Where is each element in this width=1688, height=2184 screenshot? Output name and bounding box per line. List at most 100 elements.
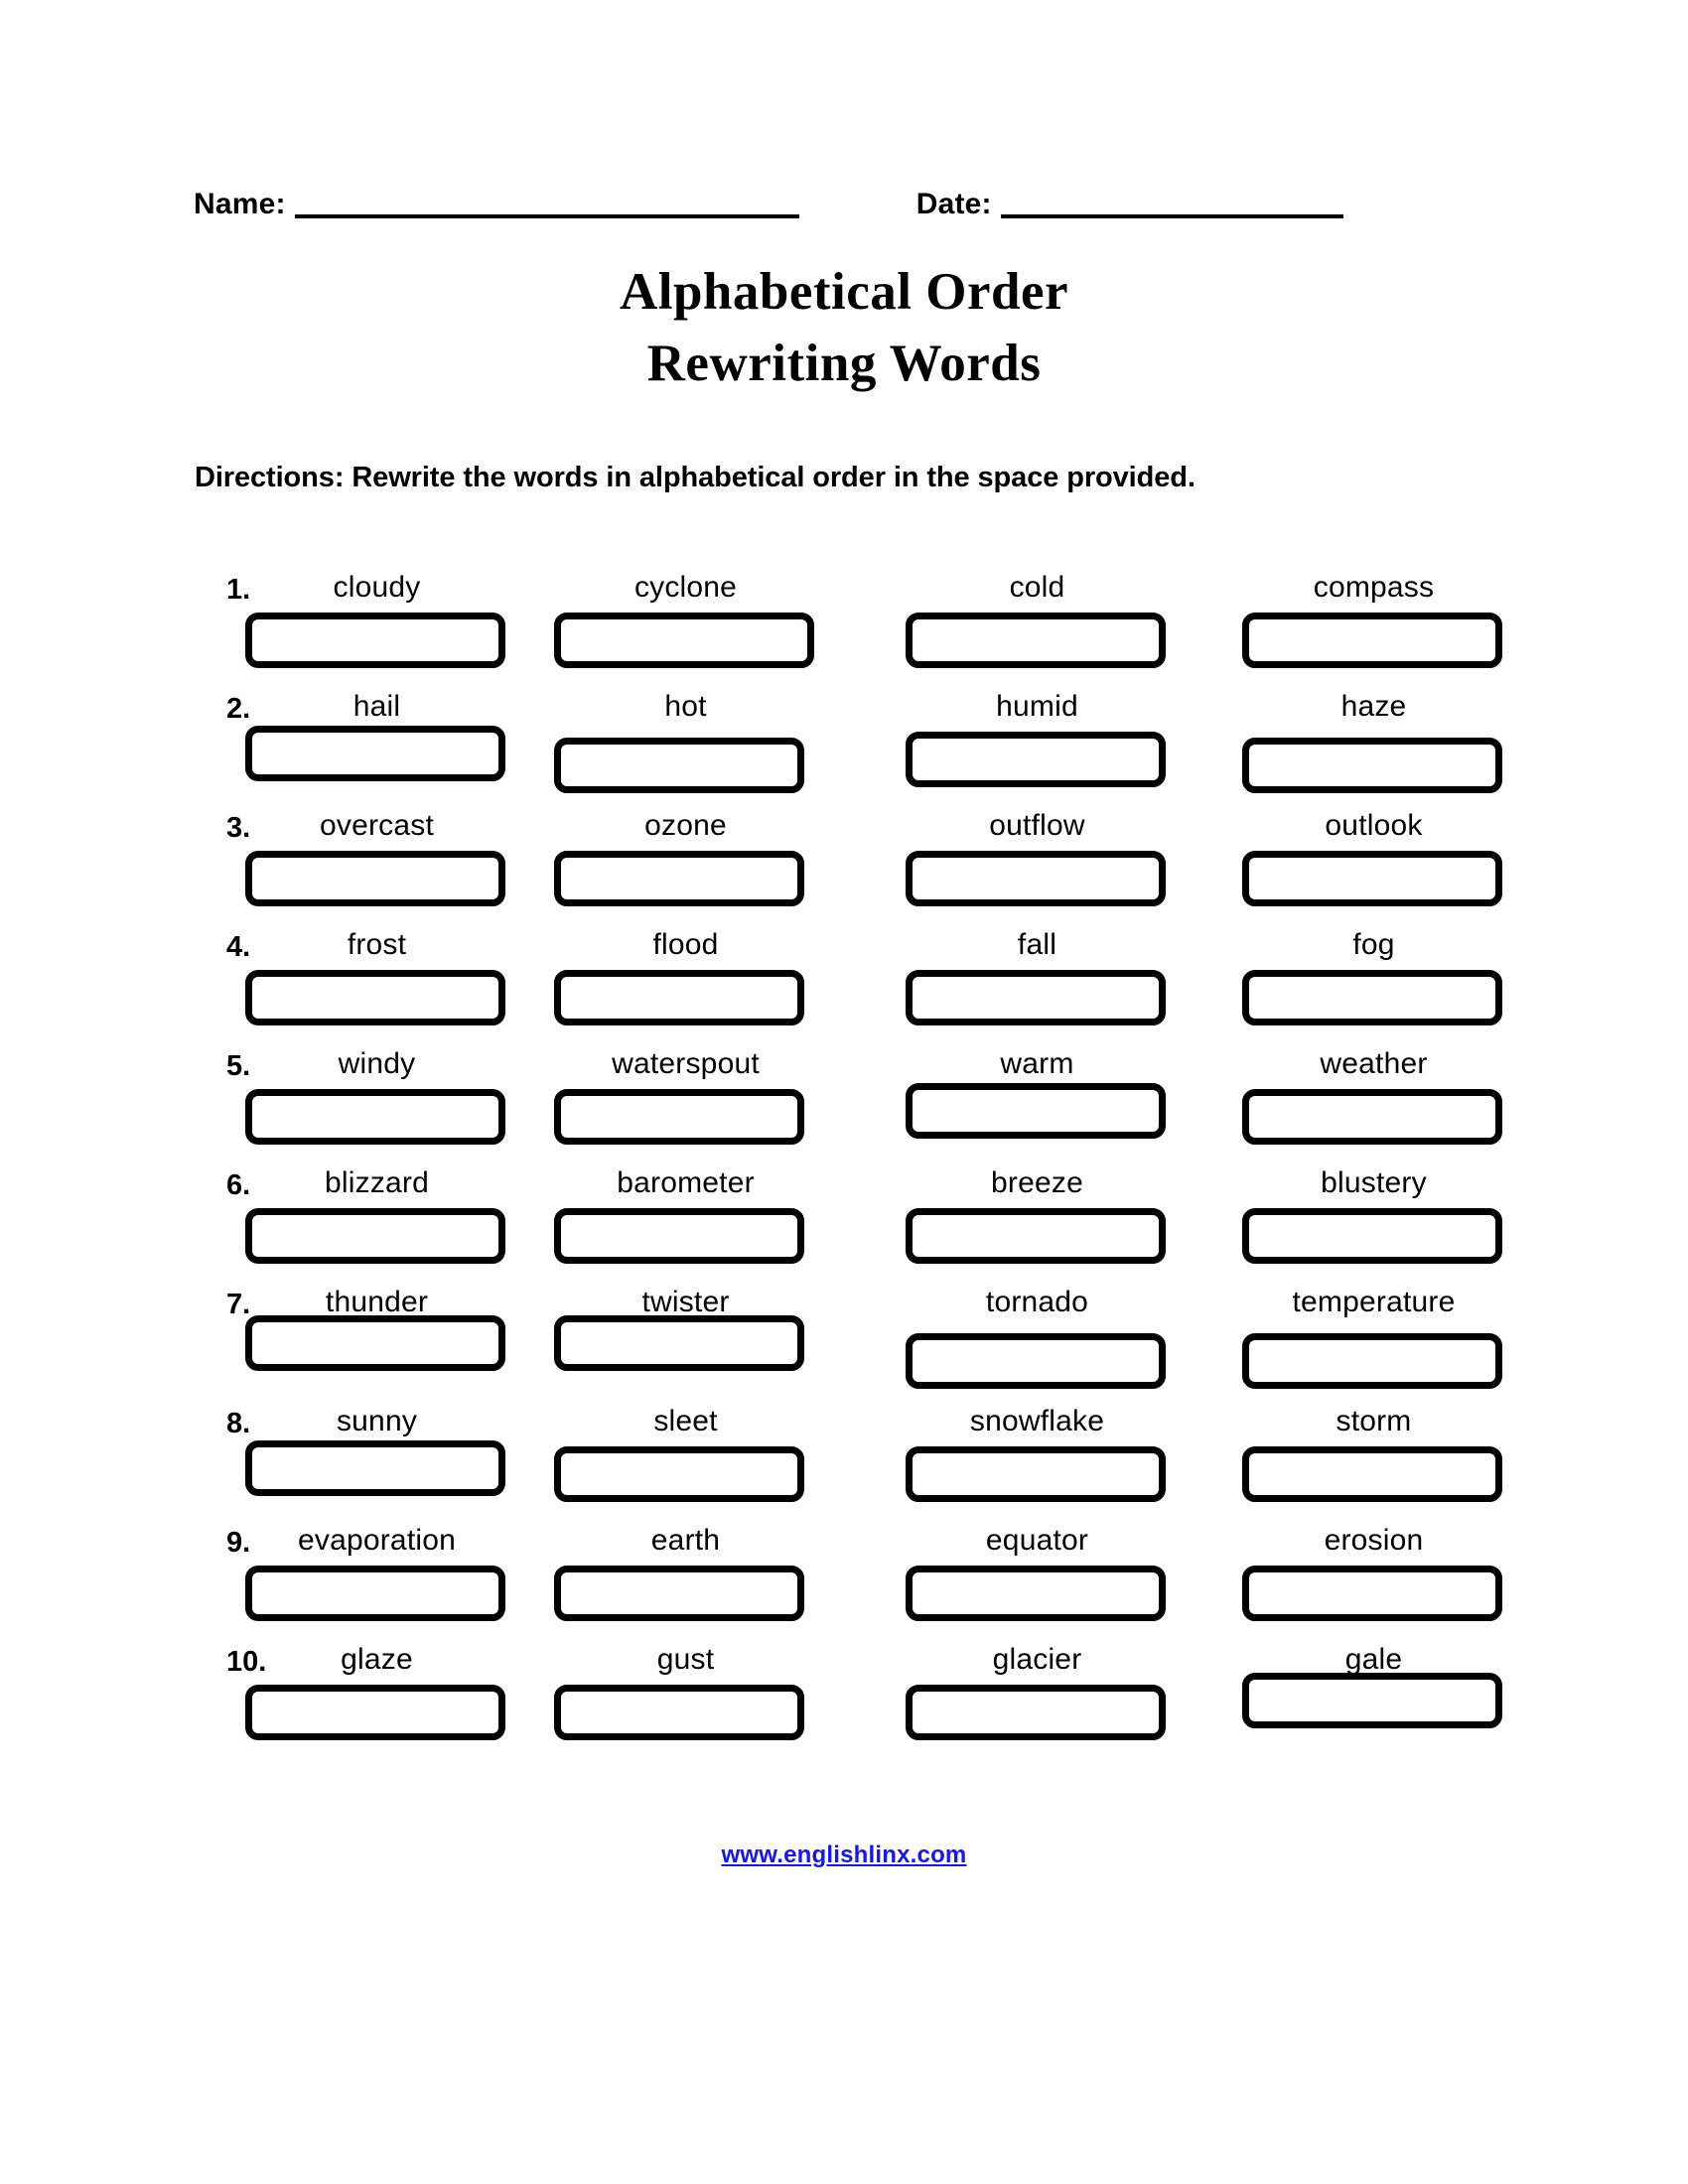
answer-box[interactable]	[554, 1315, 804, 1371]
word-label: equator	[985, 1524, 1089, 1557]
word-label: warm	[1000, 1047, 1074, 1080]
answer-box[interactable]	[554, 1566, 804, 1621]
date-field[interactable]: Date:	[916, 189, 1343, 222]
row-number: 4.	[226, 931, 251, 963]
answer-box[interactable]	[1242, 970, 1502, 1025]
answer-box[interactable]	[1242, 1333, 1502, 1389]
source-website-link[interactable]: www.englishlinx.com	[721, 1842, 967, 1868]
answer-box[interactable]	[554, 1446, 804, 1502]
row-number: 9.	[226, 1527, 251, 1559]
word-label: ozone	[644, 809, 727, 842]
word-label: flood	[652, 928, 719, 961]
exercise-row: 1. cloudy cyclone cold compass	[0, 568, 1688, 687]
answer-box[interactable]	[1242, 1208, 1502, 1264]
word-label: outflow	[989, 809, 1085, 842]
word-label: outlook	[1325, 809, 1423, 842]
row-number: 1.	[226, 574, 251, 606]
word-label: waterspout	[612, 1047, 760, 1080]
answer-box[interactable]	[554, 1089, 804, 1145]
exercise-row: 4. frost flood fall fog	[0, 925, 1688, 1044]
title-line-2: Rewriting Words	[646, 335, 1042, 392]
answer-box[interactable]	[554, 613, 814, 668]
answer-box[interactable]	[245, 1208, 505, 1264]
word-label: twister	[641, 1286, 730, 1318]
word-label: windy	[338, 1047, 416, 1080]
word-label: overcast	[320, 809, 434, 842]
date-label: Date:	[915, 188, 992, 220]
answer-box[interactable]	[245, 851, 505, 906]
answer-box[interactable]	[906, 1208, 1166, 1264]
answer-box[interactable]	[906, 1333, 1166, 1389]
answer-box[interactable]	[245, 970, 505, 1025]
word-label: evaporation	[298, 1524, 456, 1557]
word-label: compass	[1313, 571, 1435, 604]
answer-box[interactable]	[554, 970, 804, 1025]
exercise-row: 6. blizzard barometer breeze blustery	[0, 1163, 1688, 1283]
exercise-row: 9. evaporation earth equator erosion	[0, 1521, 1688, 1640]
answer-box[interactable]	[554, 1208, 804, 1264]
answer-box[interactable]	[1242, 1673, 1502, 1728]
answer-box[interactable]	[1242, 1089, 1502, 1145]
word-label: breeze	[991, 1166, 1083, 1199]
word-label: temperature	[1292, 1286, 1456, 1318]
word-label: cold	[1009, 571, 1065, 604]
word-label: earth	[650, 1524, 721, 1557]
word-label: weather	[1320, 1047, 1428, 1080]
answer-box[interactable]	[245, 1685, 505, 1740]
exercise-row: 7. thunder twister tornado temperature	[0, 1283, 1688, 1402]
answer-box[interactable]	[245, 1315, 505, 1371]
header: Name: Date:	[194, 189, 1445, 222]
row-number: 10.	[226, 1646, 267, 1678]
word-label: thunder	[325, 1286, 429, 1318]
exercise-row: 2. hail hot humid haze	[0, 687, 1688, 806]
row-number: 6.	[226, 1169, 251, 1201]
answer-box[interactable]	[906, 732, 1166, 787]
exercise-row: 10. glaze gust glacier gale	[0, 1640, 1688, 1759]
answer-box[interactable]	[245, 1440, 505, 1496]
answer-box[interactable]	[906, 970, 1166, 1025]
row-number: 5.	[226, 1050, 251, 1082]
name-write-line[interactable]	[294, 214, 799, 218]
answer-box[interactable]	[554, 1685, 804, 1740]
word-label: sunny	[336, 1405, 418, 1437]
page-title: Alphabetical Order Rewriting Words	[0, 256, 1688, 399]
answer-box[interactable]	[245, 1566, 505, 1621]
answer-box[interactable]	[906, 851, 1166, 906]
answer-box[interactable]	[906, 1566, 1166, 1621]
word-label: blustery	[1321, 1166, 1427, 1199]
row-number: 2.	[226, 693, 251, 725]
answer-box[interactable]	[1242, 613, 1502, 668]
word-label: hail	[352, 690, 401, 723]
word-label: sleet	[653, 1405, 718, 1437]
answer-box[interactable]	[906, 613, 1166, 668]
row-number: 7.	[226, 1289, 251, 1320]
answer-box[interactable]	[1242, 1446, 1502, 1502]
word-label: gale	[1344, 1643, 1403, 1676]
answer-box[interactable]	[245, 613, 505, 668]
answer-box[interactable]	[1242, 1566, 1502, 1621]
answer-box[interactable]	[245, 1089, 505, 1145]
exercise-row: 3. overcast ozone outflow outlook	[0, 806, 1688, 925]
word-label: humid	[996, 690, 1078, 723]
word-label: storm	[1336, 1405, 1412, 1437]
exercise-grid: 1. cloudy cyclone cold compass 2. hail	[0, 568, 1688, 1759]
answer-box[interactable]	[1242, 738, 1502, 793]
word-label: frost	[347, 928, 407, 961]
exercise-row: 5. windy waterspout warm weather	[0, 1044, 1688, 1163]
word-label: tornado	[985, 1286, 1089, 1318]
word-label: glaze	[341, 1643, 413, 1676]
word-label: gust	[656, 1643, 715, 1676]
answer-box[interactable]	[554, 851, 804, 906]
answer-box[interactable]	[245, 726, 505, 781]
answer-box[interactable]	[554, 738, 804, 793]
name-field[interactable]: Name:	[194, 189, 799, 222]
word-label: haze	[1340, 690, 1407, 723]
word-label: glacier	[992, 1643, 1082, 1676]
row-number: 3.	[226, 812, 251, 844]
answer-box[interactable]	[906, 1083, 1166, 1139]
word-label: blizzard	[325, 1166, 429, 1199]
answer-box[interactable]	[1242, 851, 1502, 906]
answer-box[interactable]	[906, 1446, 1166, 1502]
answer-box[interactable]	[906, 1685, 1166, 1740]
date-write-line[interactable]	[1000, 214, 1343, 218]
